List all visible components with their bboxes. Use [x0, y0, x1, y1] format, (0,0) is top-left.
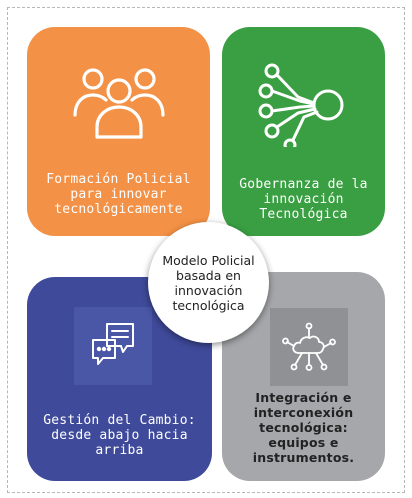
- center-label: Modelo Policial basada en innovación tec…: [162, 252, 255, 313]
- quadrant-integracion-label: Integración e interconexión tecnológica:…: [252, 390, 355, 465]
- quadrant-formacion-label: Formación Policial para innovar tecnológ…: [46, 172, 191, 217]
- quadrant-integracion: Integración e interconexión tecnológica:…: [222, 272, 385, 481]
- dashed-frame: [7, 7, 405, 493]
- network-hub-icon: [258, 61, 358, 147]
- quadrant-gestion-label: Gestión del Cambio: desde abajo hacia ar…: [43, 413, 196, 458]
- quadrant-gestion: Gestión del Cambio: desde abajo hacia ar…: [27, 277, 212, 481]
- center-circle: Modelo Policial basada en innovación tec…: [148, 222, 269, 343]
- icon-box: [270, 308, 348, 386]
- chat-bubbles-icon: [89, 322, 137, 368]
- quadrant-gobernanza: Gobernanza de la innovación Tecnológica: [222, 27, 385, 236]
- quadrant-gobernanza-label: Gobernanza de la innovación Tecnológica: [239, 177, 368, 222]
- people-group-icon: [69, 65, 169, 141]
- quadrant-formacion: Formación Policial para innovar tecnológ…: [27, 27, 210, 236]
- cloud-network-icon: [282, 320, 336, 374]
